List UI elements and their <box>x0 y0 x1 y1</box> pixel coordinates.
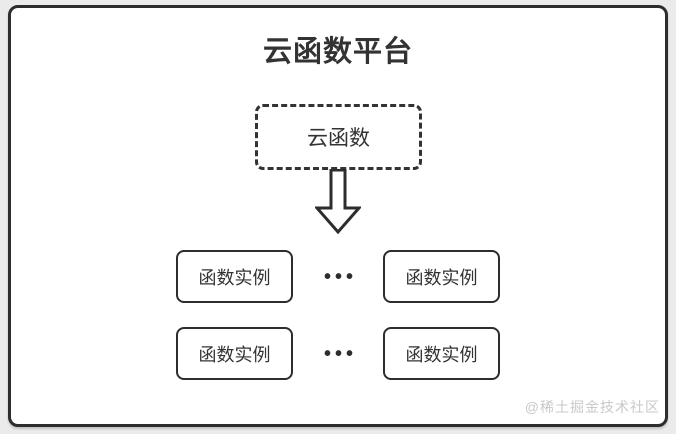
down-arrow-icon <box>315 169 361 235</box>
cloud-function-node: 云函数 <box>255 104 422 170</box>
function-instance-node: 函数实例 <box>176 250 293 303</box>
cloud-function-label: 云函数 <box>307 127 370 150</box>
function-instance-label: 函数实例 <box>405 344 478 365</box>
function-instance-label: 函数实例 <box>198 344 271 365</box>
function-instance-node: 函数实例 <box>383 327 500 380</box>
function-instance-node: 函数实例 <box>383 250 500 303</box>
function-instance-node: 函数实例 <box>176 327 293 380</box>
function-instance-label: 函数实例 <box>405 267 478 288</box>
ellipsis-dots: ••• <box>323 342 357 365</box>
ellipsis-dots: ••• <box>323 265 357 288</box>
page-title: 云函数平台 <box>262 36 413 68</box>
function-instance-label: 函数实例 <box>198 267 271 288</box>
watermark-text: @稀土掘金技术社区 <box>524 399 660 415</box>
